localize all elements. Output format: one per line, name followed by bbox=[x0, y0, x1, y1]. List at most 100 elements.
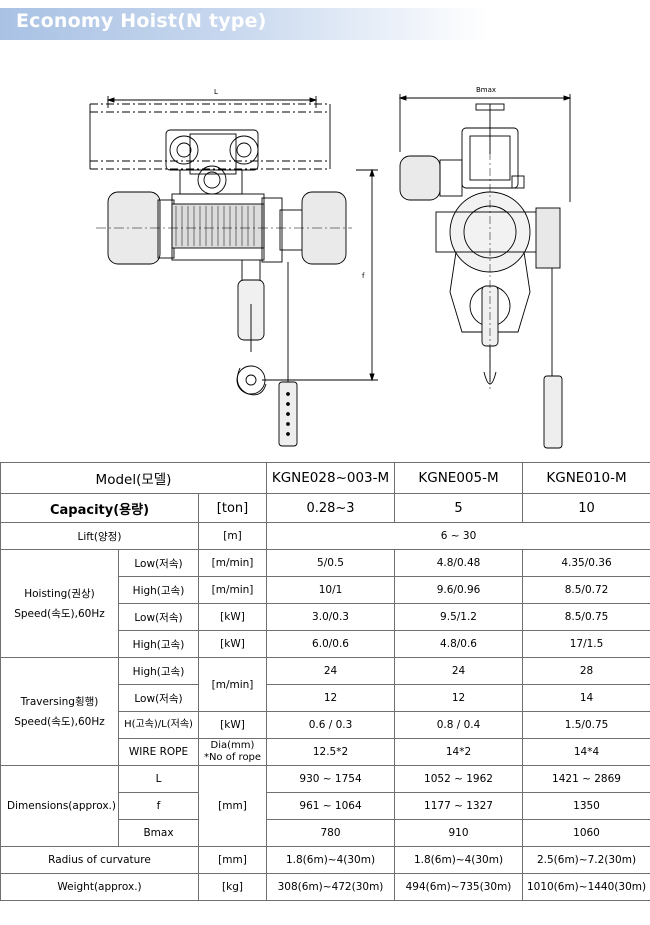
lift-unit: [m] bbox=[197, 522, 268, 550]
trolley-front bbox=[165, 129, 259, 216]
page-title: Economy Hoist(N type) bbox=[16, 10, 267, 32]
model-name: KGNE010-M bbox=[522, 462, 650, 494]
row-unit: Dia(mm) *No of rope bbox=[197, 738, 268, 766]
row-label: WIRE ROPE bbox=[118, 738, 199, 766]
row-unit: [m/min] bbox=[197, 576, 268, 604]
row-label: High(고속) bbox=[118, 576, 199, 604]
traversing-row: Traversing횡행) Speed(속도),60Hz High(고속) [m… bbox=[0, 657, 650, 766]
row-unit: [kW] bbox=[197, 711, 268, 739]
row-label: High(고속) bbox=[118, 630, 199, 658]
capacity-row: Capacity(용량) [ton] 0.28~3 5 10 bbox=[0, 493, 650, 523]
hoisting-group-label: Hoisting(권상) Speed(속도),60Hz bbox=[0, 549, 119, 658]
cell-value: 4.8/0.48 bbox=[394, 549, 524, 577]
row-unit: [m/min] bbox=[197, 657, 268, 712]
cell-value: 494(6m)~735(30m) bbox=[394, 873, 524, 901]
row-unit: [kW] bbox=[197, 630, 268, 658]
row-label: High(고속) bbox=[118, 657, 199, 685]
cell-value: 24 bbox=[266, 657, 396, 685]
dimension-bmax-line bbox=[398, 94, 572, 202]
dimension-label-l: L bbox=[214, 88, 218, 96]
cell-value: 1.8(6m)~4(30m) bbox=[266, 846, 396, 874]
cell-value: 9.6/0.96 bbox=[394, 576, 524, 604]
trolley-side bbox=[399, 103, 525, 201]
capacity-value: 5 bbox=[394, 493, 524, 523]
cell-value: 2.5(6m)~7.2(30m) bbox=[522, 846, 650, 874]
row-label: Low(저속) bbox=[118, 684, 199, 712]
row-unit: [mm] bbox=[197, 765, 268, 847]
cell-value: 9.5/1.2 bbox=[394, 603, 524, 631]
cell-value: 14*4 bbox=[522, 738, 650, 766]
cell-value: 5/0.5 bbox=[266, 549, 396, 577]
cell-value: 961 ~ 1064 bbox=[266, 792, 396, 820]
cell-value: 8.5/0.72 bbox=[522, 576, 650, 604]
cell-value: 12 bbox=[266, 684, 396, 712]
cell-value: 12 bbox=[394, 684, 524, 712]
cell-value: 28 bbox=[522, 657, 650, 685]
weight-label: Weight(approx.) bbox=[0, 873, 199, 901]
hoist-drawing-svg: L Bmax f bbox=[89, 86, 572, 449]
hoist-body-front bbox=[96, 191, 352, 265]
hook-block-front bbox=[236, 260, 267, 396]
dimensions-row: Dimensions(approx.) L [mm] 930 ~ 1754 10… bbox=[0, 765, 650, 847]
cell-value: 24 bbox=[394, 657, 524, 685]
cell-value: 910 bbox=[394, 819, 524, 847]
row-label: f bbox=[118, 792, 199, 820]
row-label: Low(저속) bbox=[118, 603, 199, 631]
capacity-value: 10 bbox=[522, 493, 650, 523]
cell-value: 6.0/0.6 bbox=[266, 630, 396, 658]
cell-value: 17/1.5 bbox=[522, 630, 650, 658]
lift-value: 6 ~ 30 bbox=[266, 522, 650, 550]
capacity-unit: [ton] bbox=[197, 493, 268, 523]
model-label: Model(모델) bbox=[0, 462, 268, 494]
weight-unit: [kg] bbox=[197, 873, 268, 901]
weight-row: Weight(approx.) [kg] 308(6m)~472(30m) 49… bbox=[0, 873, 650, 901]
cell-value: 14 bbox=[522, 684, 650, 712]
hoisting-row: High(고속) [m/min] 10/1 9.6/0.96 8.5/0.72 bbox=[1, 576, 650, 604]
cell-value: 308(6m)~472(30m) bbox=[266, 873, 396, 901]
cell-value: 1177 ~ 1327 bbox=[394, 792, 524, 820]
pendant-switch-front bbox=[278, 262, 298, 447]
cell-value: 12.5*2 bbox=[266, 738, 396, 766]
capacity-value: 0.28~3 bbox=[266, 493, 396, 523]
dimension-f-line bbox=[262, 168, 378, 382]
lift-label: Lift(양정) bbox=[0, 522, 199, 550]
model-name: KGNE028~003-M bbox=[266, 462, 396, 494]
cell-value: 1.8(6m)~4(30m) bbox=[394, 846, 524, 874]
cell-value: 14*2 bbox=[394, 738, 524, 766]
cell-value: 1052 ~ 1962 bbox=[394, 765, 524, 793]
radius-label: Radius of curvature bbox=[0, 846, 199, 874]
cell-value: 4.8/0.6 bbox=[394, 630, 524, 658]
model-name: KGNE005-M bbox=[394, 462, 524, 494]
cell-value: 4.35/0.36 bbox=[522, 549, 650, 577]
dimensions-row: f 961 ~ 1064 1177 ~ 1327 1350 bbox=[1, 792, 650, 820]
row-label: Low(저속) bbox=[118, 549, 199, 577]
cell-value: 3.0/0.3 bbox=[266, 603, 396, 631]
cell-value: 10/1 bbox=[266, 576, 396, 604]
dimensions-group-label: Dimensions(approx.) bbox=[0, 765, 119, 847]
table-header-row: Model(모델) KGNE028~003-M KGNE005-M KGNE01… bbox=[0, 462, 650, 494]
dimensions-row: Bmax 780 910 1060 bbox=[1, 819, 650, 847]
title-banner: Economy Hoist(N type) bbox=[0, 8, 650, 40]
radius-unit: [mm] bbox=[197, 846, 268, 874]
row-label: Bmax bbox=[118, 819, 199, 847]
rail-beam-top bbox=[90, 103, 330, 170]
traversing-group-label: Traversing횡행) Speed(속도),60Hz bbox=[0, 657, 119, 766]
capacity-label: Capacity(용량) bbox=[0, 493, 199, 523]
cell-value: 930 ~ 1754 bbox=[266, 765, 396, 793]
specification-table: Model(모델) KGNE028~003-M KGNE005-M KGNE01… bbox=[0, 462, 650, 901]
cell-value: 0.8 / 0.4 bbox=[394, 711, 524, 739]
row-unit: [m/min] bbox=[197, 549, 268, 577]
row-label: L bbox=[118, 765, 199, 793]
traversing-row: H(고속)/L(저속) [kW] 0.6 / 0.3 0.8 / 0.4 1.5… bbox=[1, 711, 650, 739]
lift-row: Lift(양정) [m] 6 ~ 30 bbox=[0, 522, 650, 550]
cell-value: 1350 bbox=[522, 792, 650, 820]
hoist-technical-drawing: L Bmax f bbox=[0, 42, 650, 460]
dimension-label-f: f bbox=[362, 272, 365, 280]
cell-value: 1421 ~ 2869 bbox=[522, 765, 650, 793]
row-label: H(고속)/L(저속) bbox=[118, 711, 199, 739]
cell-value: 8.5/0.75 bbox=[522, 603, 650, 631]
dimension-label-bmax: Bmax bbox=[476, 86, 496, 94]
radius-row: Radius of curvature [mm] 1.8(6m)~4(30m) … bbox=[0, 846, 650, 874]
cell-value: 1060 bbox=[522, 819, 650, 847]
cell-value: 1.5/0.75 bbox=[522, 711, 650, 739]
